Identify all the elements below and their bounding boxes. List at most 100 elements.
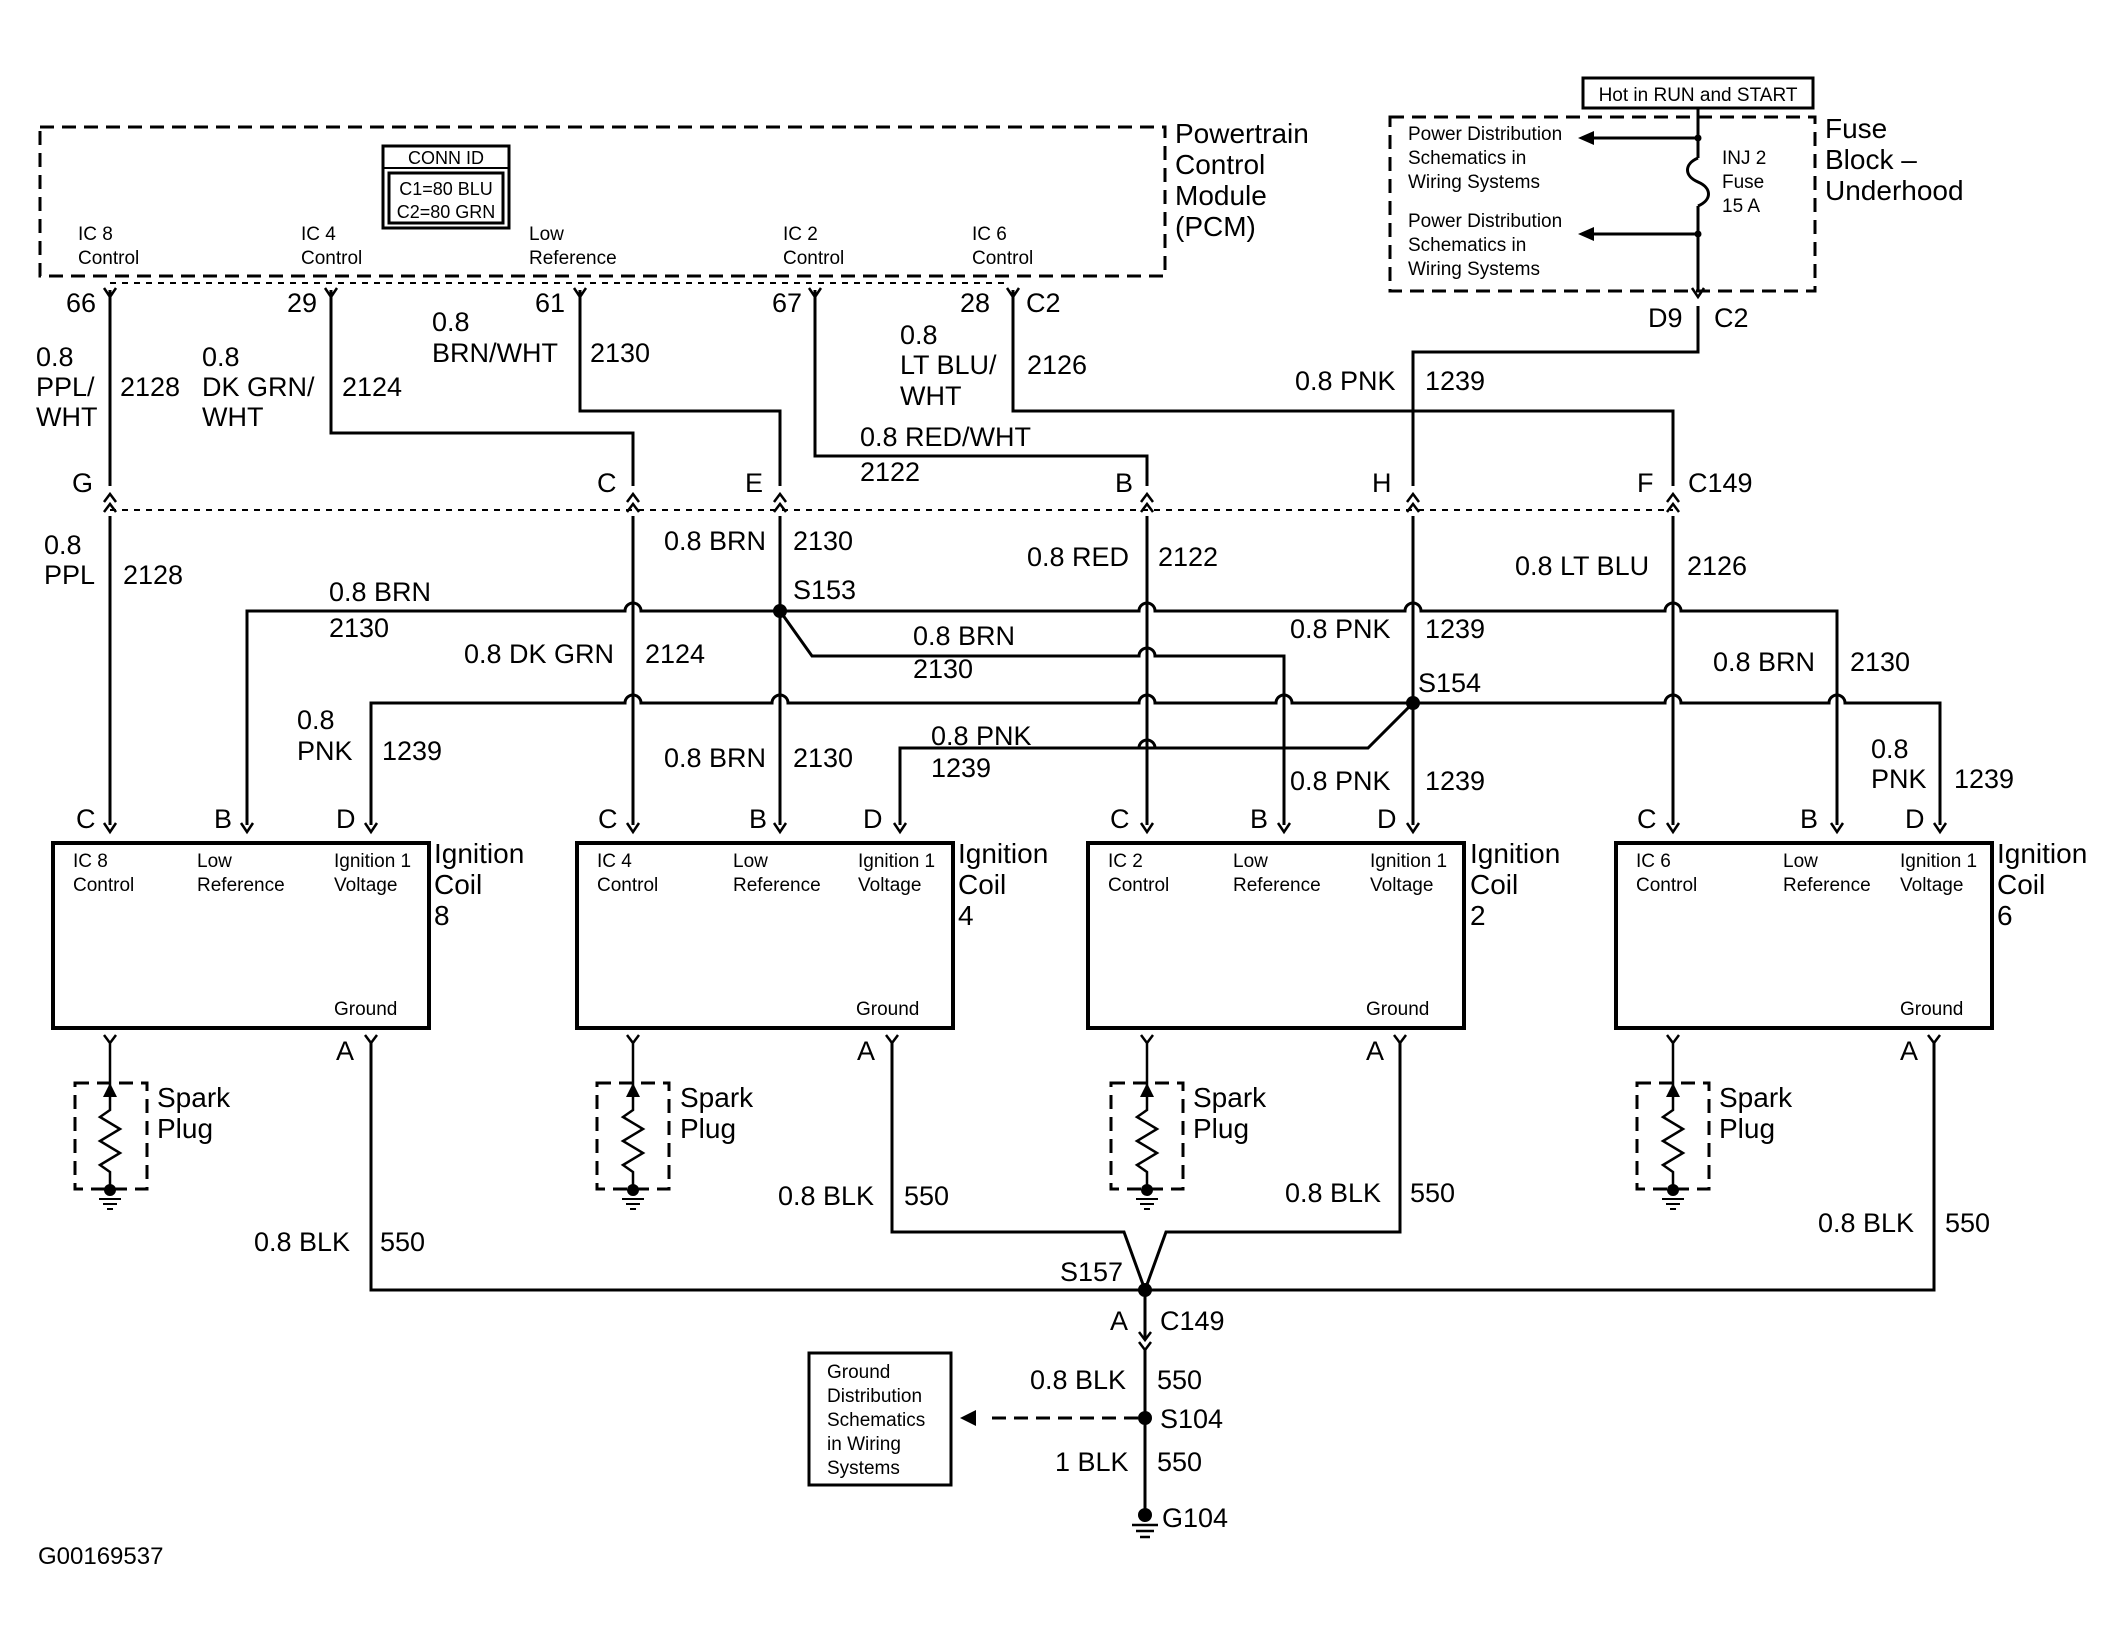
coil-2-title-3: 2 <box>1470 900 1486 931</box>
coil-8-body <box>51 841 431 1030</box>
coil-6-spark-ground-icon <box>1662 1198 1684 1210</box>
coil-6-term-3-a: Ignition 1 <box>1900 851 1977 872</box>
coil-4-spark-plug: Spark Plug <box>595 1081 754 1210</box>
wires-pcm-to-c149: 0.8 PPL/ WHT 2128 0.8 DK GRN/ WHT 2124 0… <box>36 286 1700 487</box>
c149-pin-e: E <box>745 468 763 498</box>
coil-4-term-1-b: Control <box>597 875 658 896</box>
splice-s104-label: S104 <box>1160 1404 1223 1434</box>
fuse-block: Hot in RUN and START Fuse Block – Underh… <box>1388 76 1964 333</box>
coil-8-spark-label-1: Spark <box>157 1082 231 1113</box>
wire-2128-mid-gauge-1: 0.8 <box>44 530 82 560</box>
wire-2130-coil6-gauge: 0.8 BRN <box>1713 647 1815 677</box>
wire-2128-circuit: 2128 <box>120 372 180 402</box>
wire-2126-circuit: 2126 <box>1027 350 1087 380</box>
fuse-block-outline <box>1388 115 1817 293</box>
coil-8-term-2-b: Reference <box>197 875 285 896</box>
hot-label-box <box>1581 76 1815 110</box>
wire-2130-coil2-circuit: 2130 <box>913 654 973 684</box>
power-ref-1-line-2: Schematics in <box>1408 148 1526 169</box>
ignition-coil-4: C B D IC 4 Control Low Reference Ignitio… <box>575 804 1048 1210</box>
coil-6-term-2-b: Reference <box>1783 875 1871 896</box>
wire-2130-coil2-gauge: 0.8 BRN <box>913 621 1015 651</box>
pcm-outline <box>38 125 1167 278</box>
wire-2128-mid-circuit: 2128 <box>123 560 183 590</box>
coil-4-ground-wire-circuit: 550 <box>904 1181 949 1211</box>
coil-6-term-3-b: Voltage <box>1900 875 1963 896</box>
coil-8-title-2: Coil <box>434 869 482 900</box>
wires-c149-to-coils: S153 S154 0.8 PPL 2128 0.8 BRN 2130 0.8 … <box>44 516 2014 825</box>
coil-8-term-1-a: IC 8 <box>73 851 108 872</box>
c149-pin-g: G <box>72 468 93 498</box>
c149-pin-f: F <box>1637 468 1654 498</box>
conn-id-c1: C1=80 BLU <box>399 179 493 199</box>
pcm-pin-label-lowref-1: Low <box>529 224 564 245</box>
ground-wire-1-gauge: 0.8 BLK <box>1030 1365 1126 1395</box>
wire-1239-coil6-gauge-1: 0.8 <box>1871 734 1909 764</box>
power-ref-1-arrow-icon <box>1578 131 1594 145</box>
wire-1239-top-gauge: 0.8 PNK <box>1295 366 1396 396</box>
fuse-label-line-1: INJ 2 <box>1722 148 1766 169</box>
coil-6-pin-d: D <box>1905 804 1925 834</box>
ground-wire-2-circuit: 550 <box>1157 1447 1202 1477</box>
c149-pin-c: C <box>597 468 617 498</box>
pcm-pin-label-ic8-1: IC 8 <box>78 224 113 245</box>
coil-8-term-3-a: Ignition 1 <box>334 851 411 872</box>
wire-2128-gauge-2: PPL/ <box>36 372 95 402</box>
fuse-label-line-2: Fuse <box>1722 172 1764 193</box>
coil-4-pin-a: A <box>857 1036 875 1066</box>
c149-pin-h: H <box>1372 468 1392 498</box>
pcm-pin-label-ic4-2: Control <box>301 248 362 269</box>
ground-ref-arrow-icon <box>960 1410 976 1426</box>
coil-8-spark-label-2: Plug <box>157 1113 213 1144</box>
coil-2-title-1: Ignition <box>1470 838 1560 869</box>
coil-6-title-1: Ignition <box>1997 838 2087 869</box>
wire-2122-circuit: 2122 <box>860 457 920 487</box>
coil-2-spark-label-2: Plug <box>1193 1113 1249 1144</box>
coil-4-term-2-b: Reference <box>733 875 821 896</box>
coil-4-title-1: Ignition <box>958 838 1048 869</box>
coil-2-spark-plug: Spark Plug <box>1109 1081 1267 1210</box>
wire-2130-e-gauge: 0.8 BRN <box>664 526 766 556</box>
wire-1239-coil8-circuit: 1239 <box>382 736 442 766</box>
coil-6-term-1-b: Control <box>1636 875 1697 896</box>
splice-s153-dot <box>773 604 787 618</box>
coil-6-term-2-a: Low <box>1783 851 1818 872</box>
coil-2-term-3-b: Voltage <box>1370 875 1433 896</box>
coil-6-spark-plug: Spark Plug <box>1635 1081 1793 1210</box>
pcm-pin-label-ic2-2: Control <box>783 248 844 269</box>
coil-8-title-1: Ignition <box>434 838 524 869</box>
pcm-title-line-4: (PCM) <box>1175 211 1256 242</box>
coil-2-ground-wire-gauge: 0.8 BLK <box>1285 1178 1381 1208</box>
coil-8-pin-a: A <box>336 1036 354 1066</box>
fuse-block-title-1: Fuse <box>1825 113 1887 144</box>
coil-2-term-1-a: IC 2 <box>1108 851 1143 872</box>
wire-2124-mid-circuit: 2124 <box>645 639 705 669</box>
wire-2130-circuit: 2130 <box>590 338 650 368</box>
coil-4-body <box>575 841 955 1030</box>
pcm-pin-28: 28 <box>960 288 990 318</box>
splice-s157-dot <box>1138 1283 1152 1297</box>
coil-4-ground-wire-gauge: 0.8 BLK <box>778 1181 874 1211</box>
ground-ref-line-5: Systems <box>827 1458 900 1479</box>
wire-2122-mid-circuit: 2122 <box>1158 542 1218 572</box>
coil-4-ground-label: Ground <box>856 999 919 1020</box>
coil-6-pin-a: A <box>1900 1036 1918 1066</box>
coil-8-ground-label: Ground <box>334 999 397 1020</box>
conn-id-box: CONN ID C1=80 BLU C2=80 GRN <box>381 144 511 230</box>
pcm-connector-c2: C2 <box>1026 288 1061 318</box>
coil-8-title-3: 8 <box>434 900 450 931</box>
coil-2-term-2-b: Reference <box>1233 875 1321 896</box>
coil-2-pin-d: D <box>1377 804 1397 834</box>
wire-2128-mid-gauge-2: PPL <box>44 560 95 590</box>
coil-8-pin-c: C <box>76 804 96 834</box>
coil-6-title-3: 6 <box>1997 900 2013 931</box>
fuse-block-title-3: Underhood <box>1825 175 1964 206</box>
coil-6-term-1-a: IC 6 <box>1636 851 1671 872</box>
fuse-label-line-3: 15 A <box>1722 196 1760 217</box>
pcm-pin-66: 66 <box>66 288 96 318</box>
wire-2122-gauge: 0.8 RED/WHT <box>860 422 1031 452</box>
ground-c149-connector: C149 <box>1160 1306 1225 1336</box>
coil-6-ground-label: Ground <box>1900 999 1963 1020</box>
wire-1239-coil6-gauge-2: PNK <box>1871 764 1927 794</box>
